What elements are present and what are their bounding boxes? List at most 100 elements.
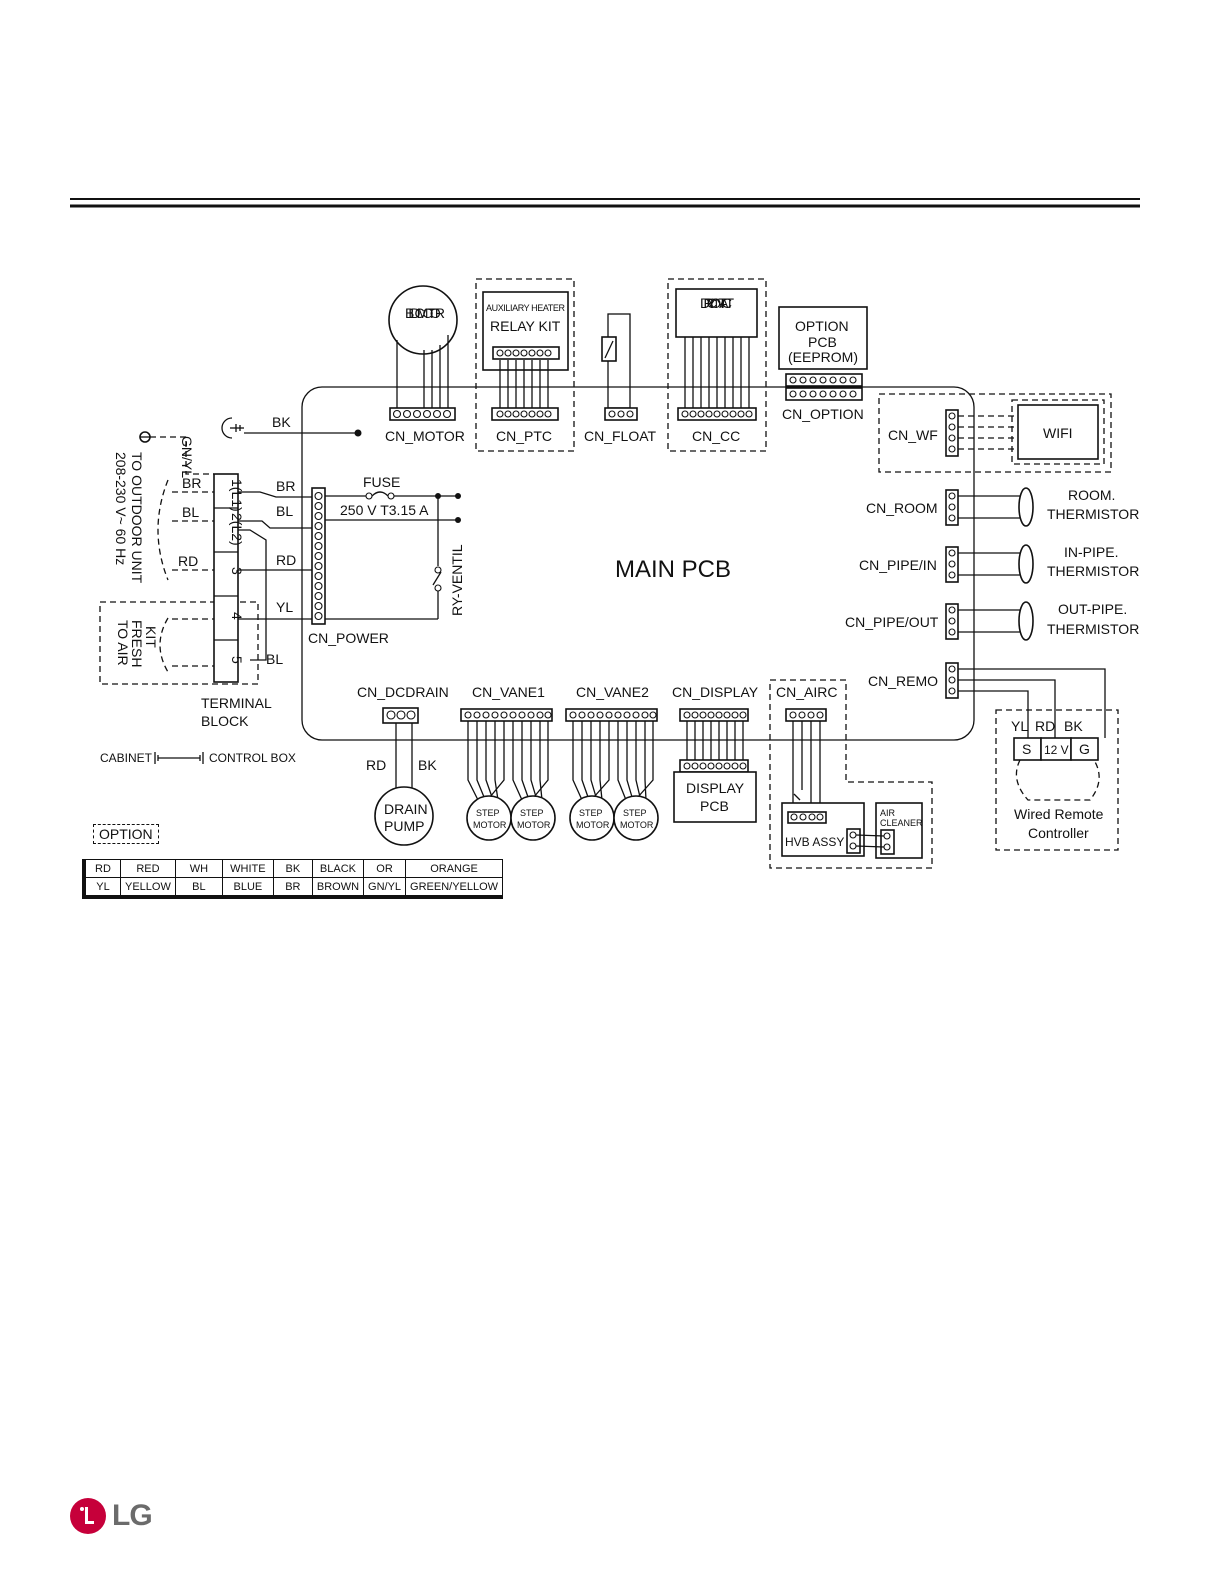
outdoor-cable-curve — [157, 479, 169, 581]
hvb-assy-label: HVB ASSY — [785, 835, 844, 849]
remote-wire-bk: BK — [1064, 718, 1083, 734]
display-connector — [679, 708, 749, 773]
control-box-label: CONTROL BOX — [209, 751, 296, 765]
legend-cell: YL — [83, 877, 121, 898]
drain-pump-wire-bk: BK — [418, 757, 437, 773]
fresh-kit-label: TO AIR FRESH KIT — [115, 620, 159, 667]
fuse-label: FUSE — [363, 474, 400, 490]
cn-display-label: CN_DISPLAY — [672, 684, 759, 700]
terminal-block-line2: BLOCK — [201, 713, 249, 729]
drain-pump: RD BK DRAIN PUMP — [366, 707, 437, 846]
relay-kit-label: RELAY KIT — [490, 318, 561, 334]
ground-wire-bk: BK — [272, 414, 291, 430]
wired-remote-line2: Controller — [1028, 825, 1089, 841]
option-pcb-line2: PCB — [808, 334, 837, 350]
lg-logo-text: LG — [112, 1499, 153, 1532]
legend-cell: BK — [272, 859, 313, 878]
dry-contact-option-frame — [667, 278, 767, 452]
cn-pipe-in-label: CN_PIPE/IN — [859, 557, 937, 573]
fresh-kit-line3: KIT — [143, 626, 159, 648]
terminal-2: 2(L2) — [229, 513, 245, 546]
drain-pump-line2: PUMP — [384, 818, 424, 834]
legend-cell: OR — [363, 859, 407, 878]
ry-ventil-label: RY-VENTIL — [449, 544, 465, 616]
legend-cell: WHITE — [221, 859, 274, 878]
main-pcb-label: MAIN PCB — [615, 556, 731, 583]
step-motor-3-line2: MOTOR — [576, 820, 610, 830]
wifi-label: WIFI — [1043, 425, 1073, 441]
step-motor-2-line2: MOTOR — [517, 820, 551, 830]
terminal-1: 1(L1) — [229, 479, 245, 512]
cn-ptc-connector — [491, 407, 559, 421]
cn-airc-label: CN_AIRC — [776, 684, 837, 700]
outdoor-wire-br: BR — [182, 475, 201, 491]
fresh-kit-line1: TO AIR — [115, 620, 131, 666]
room-thermistor: ROOM. THERMISTOR — [945, 487, 1139, 527]
wired-remote-option-frame — [995, 709, 1119, 851]
step-motor-1: STEP MOTOR — [466, 795, 512, 841]
terminal-3: 3 — [229, 567, 245, 575]
drain-pump-wire-rd: RD — [366, 757, 386, 773]
step-motor-3: STEP MOTOR — [569, 795, 615, 841]
air-cleaner-line1: AIR — [880, 808, 896, 818]
fuse-circuit — [325, 491, 461, 620]
outpipe-thermistor-line2: THERMISTOR — [1047, 621, 1139, 637]
power-wire-bl: BL — [276, 503, 293, 519]
bldc-motor: BLDC MOTOR — [388, 285, 458, 410]
float-switch — [601, 313, 638, 421]
power-wiring: BR BL RD YL BL — [238, 478, 312, 667]
power-wire-br: BR — [276, 478, 295, 494]
cn-dcdrain-label: CN_DCDRAIN — [357, 684, 449, 700]
vane2-connector — [565, 708, 658, 801]
dry-contact: DRY CONTACT — [675, 288, 758, 408]
fuse-rating-label: 250 V T3.15 A — [340, 502, 429, 518]
aux-heater-relay-kit: AUXILIARY HEATER RELAY KIT — [482, 291, 569, 408]
cn-option-label: CN_OPTION — [782, 406, 864, 422]
terminal-5: 5 — [229, 656, 245, 664]
legend-cell: GN/YL — [363, 877, 407, 898]
cn-vane1-label: CN_VANE1 — [472, 684, 545, 700]
legend-cell: BROWN — [311, 877, 365, 898]
drain-pump-line1: DRAIN — [384, 801, 428, 817]
legend-cell: BLUE — [221, 877, 274, 898]
wifi-module: WIFI — [945, 399, 1105, 465]
room-thermistor-line1: ROOM. — [1068, 487, 1115, 503]
air-cleaner-option-frame — [769, 679, 933, 869]
inpipe-thermistor: IN-PIPE. THERMISTOR — [945, 544, 1139, 584]
outpipe-thermistor: OUT-PIPE. THERMISTOR — [945, 601, 1139, 641]
fresh-kit-line2: FRESH — [129, 620, 145, 667]
step-motor-2-line1: STEP — [520, 808, 544, 818]
power-wire-yl: YL — [276, 599, 293, 615]
cn-ptc-label: CN_PTC — [496, 428, 552, 444]
legend-cell: BR — [272, 877, 313, 898]
wired-remote-line1: Wired Remote — [1014, 806, 1104, 822]
option-pcb-line3: (EEPROM) — [788, 349, 858, 365]
aux-heater-option-frame — [475, 278, 575, 452]
option-pcb: OPTION PCB (EEPROM) — [778, 306, 868, 401]
cn-motor-connector — [389, 407, 456, 421]
ground-wiring: BK GN/YL — [139, 414, 362, 478]
cn-cc-connector — [677, 407, 757, 421]
legend-cell: GREEN/YELLOW — [405, 877, 504, 898]
legend-row: RD RED WH WHITE BK BLACK OR ORANGE — [83, 859, 504, 878]
remote-wire-yl: YL — [1011, 718, 1028, 734]
legend-row: YL YELLOW BL BLUE BR BROWN GN/YL GREEN/Y… — [83, 877, 504, 898]
cn-pipe-out-label: CN_PIPE/OUT — [845, 614, 939, 630]
outdoor-unit-line1: TO OUTDOOR UNIT — [129, 452, 145, 584]
aux-heater-label: AUXILIARY HEATER — [486, 303, 566, 313]
remote-terminal-12v: 12 V — [1044, 743, 1069, 757]
air-cleaner-wiring: HVB ASSY AIR CLEANER — [781, 708, 923, 859]
terminal-block-line1: TERMINAL — [201, 695, 272, 711]
step-motor-3-line1: STEP — [579, 808, 603, 818]
legend-cell: RD — [83, 859, 121, 878]
terminal-4: 4 — [229, 612, 245, 620]
legend-cell: BL — [174, 877, 223, 898]
lg-logo-icon — [70, 1498, 106, 1534]
wired-remote-wiring — [945, 662, 1106, 738]
cn-room-label: CN_ROOM — [866, 500, 938, 516]
step-motor-1-line1: STEP — [476, 808, 500, 818]
step-motor-1-line2: MOTOR — [473, 820, 507, 830]
option-tag: OPTION — [93, 824, 159, 844]
